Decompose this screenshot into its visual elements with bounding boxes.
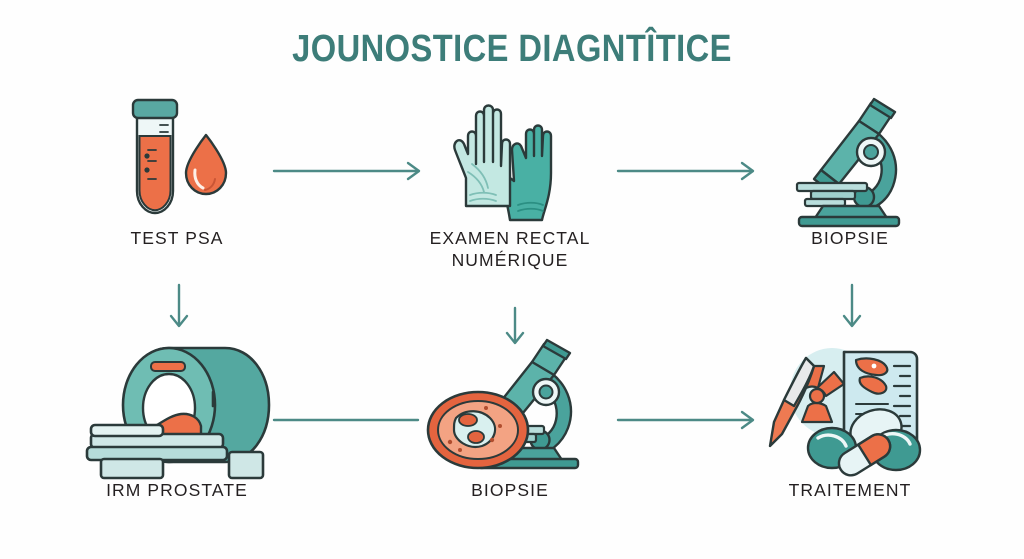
microscope-tissue-sample-icon	[395, 330, 625, 480]
label-line: BIOPSIE	[811, 228, 889, 248]
arrow-biopsie-to-traitement	[840, 283, 864, 335]
step-biopsie-top[interactable]: BIOPSIE	[735, 78, 965, 250]
arrow-examen-rectal-to-biopsie-bottom	[503, 306, 527, 352]
step-label-irm-prostate: IRM PROSTATE	[62, 480, 292, 502]
step-biopsie-bottom[interactable]: BIOPSIE	[395, 330, 625, 502]
label-line: TEST PSA	[130, 228, 224, 248]
step-irm-prostate[interactable]: IRM PROSTATE	[62, 330, 292, 502]
step-label-examen-rectal-numerique: EXAMEN RECTAL NUMÉRIQUE	[395, 228, 625, 272]
label-line: EXAMEN RECTAL	[429, 228, 591, 248]
label-line: IRM PROSTATE	[106, 480, 248, 500]
blood-test-tube-icon	[62, 78, 292, 228]
step-examen-rectal-numerique[interactable]: EXAMEN RECTAL NUMÉRIQUE	[395, 78, 625, 272]
arrow-test-psa-to-examen-rectal	[272, 160, 432, 182]
treatment-scalpel-pills-radiation-icon	[735, 330, 965, 480]
arrow-biopsie-bottom-to-traitement	[616, 409, 766, 431]
step-label-test-psa: TEST PSA	[62, 228, 292, 250]
mri-scanner-icon	[62, 330, 292, 480]
step-test-psa[interactable]: TEST PSA	[62, 78, 292, 250]
microscope-icon	[735, 78, 965, 228]
arrow-examen-rectal-to-biopsie	[616, 160, 766, 182]
step-traitement[interactable]: TRAITEMENT	[735, 330, 965, 502]
step-label-biopsie-top: BIOPSIE	[735, 228, 965, 250]
label-line: BIOPSIE	[471, 480, 549, 500]
arrow-test-psa-to-irm-prostate	[167, 283, 191, 335]
step-label-traitement: TRAITEMENT	[735, 480, 965, 502]
label-line: NUMÉRIQUE	[451, 249, 569, 270]
label-line: TRAITEMENT	[788, 480, 912, 500]
arrow-irm-prostate-to-biopsie-bottom	[272, 409, 432, 431]
step-label-biopsie-bottom: BIOPSIE	[395, 480, 625, 502]
medical-gloves-icon	[395, 78, 625, 228]
page-title: JOUNOSTICE DIAGNTÎTICE	[292, 28, 732, 70]
